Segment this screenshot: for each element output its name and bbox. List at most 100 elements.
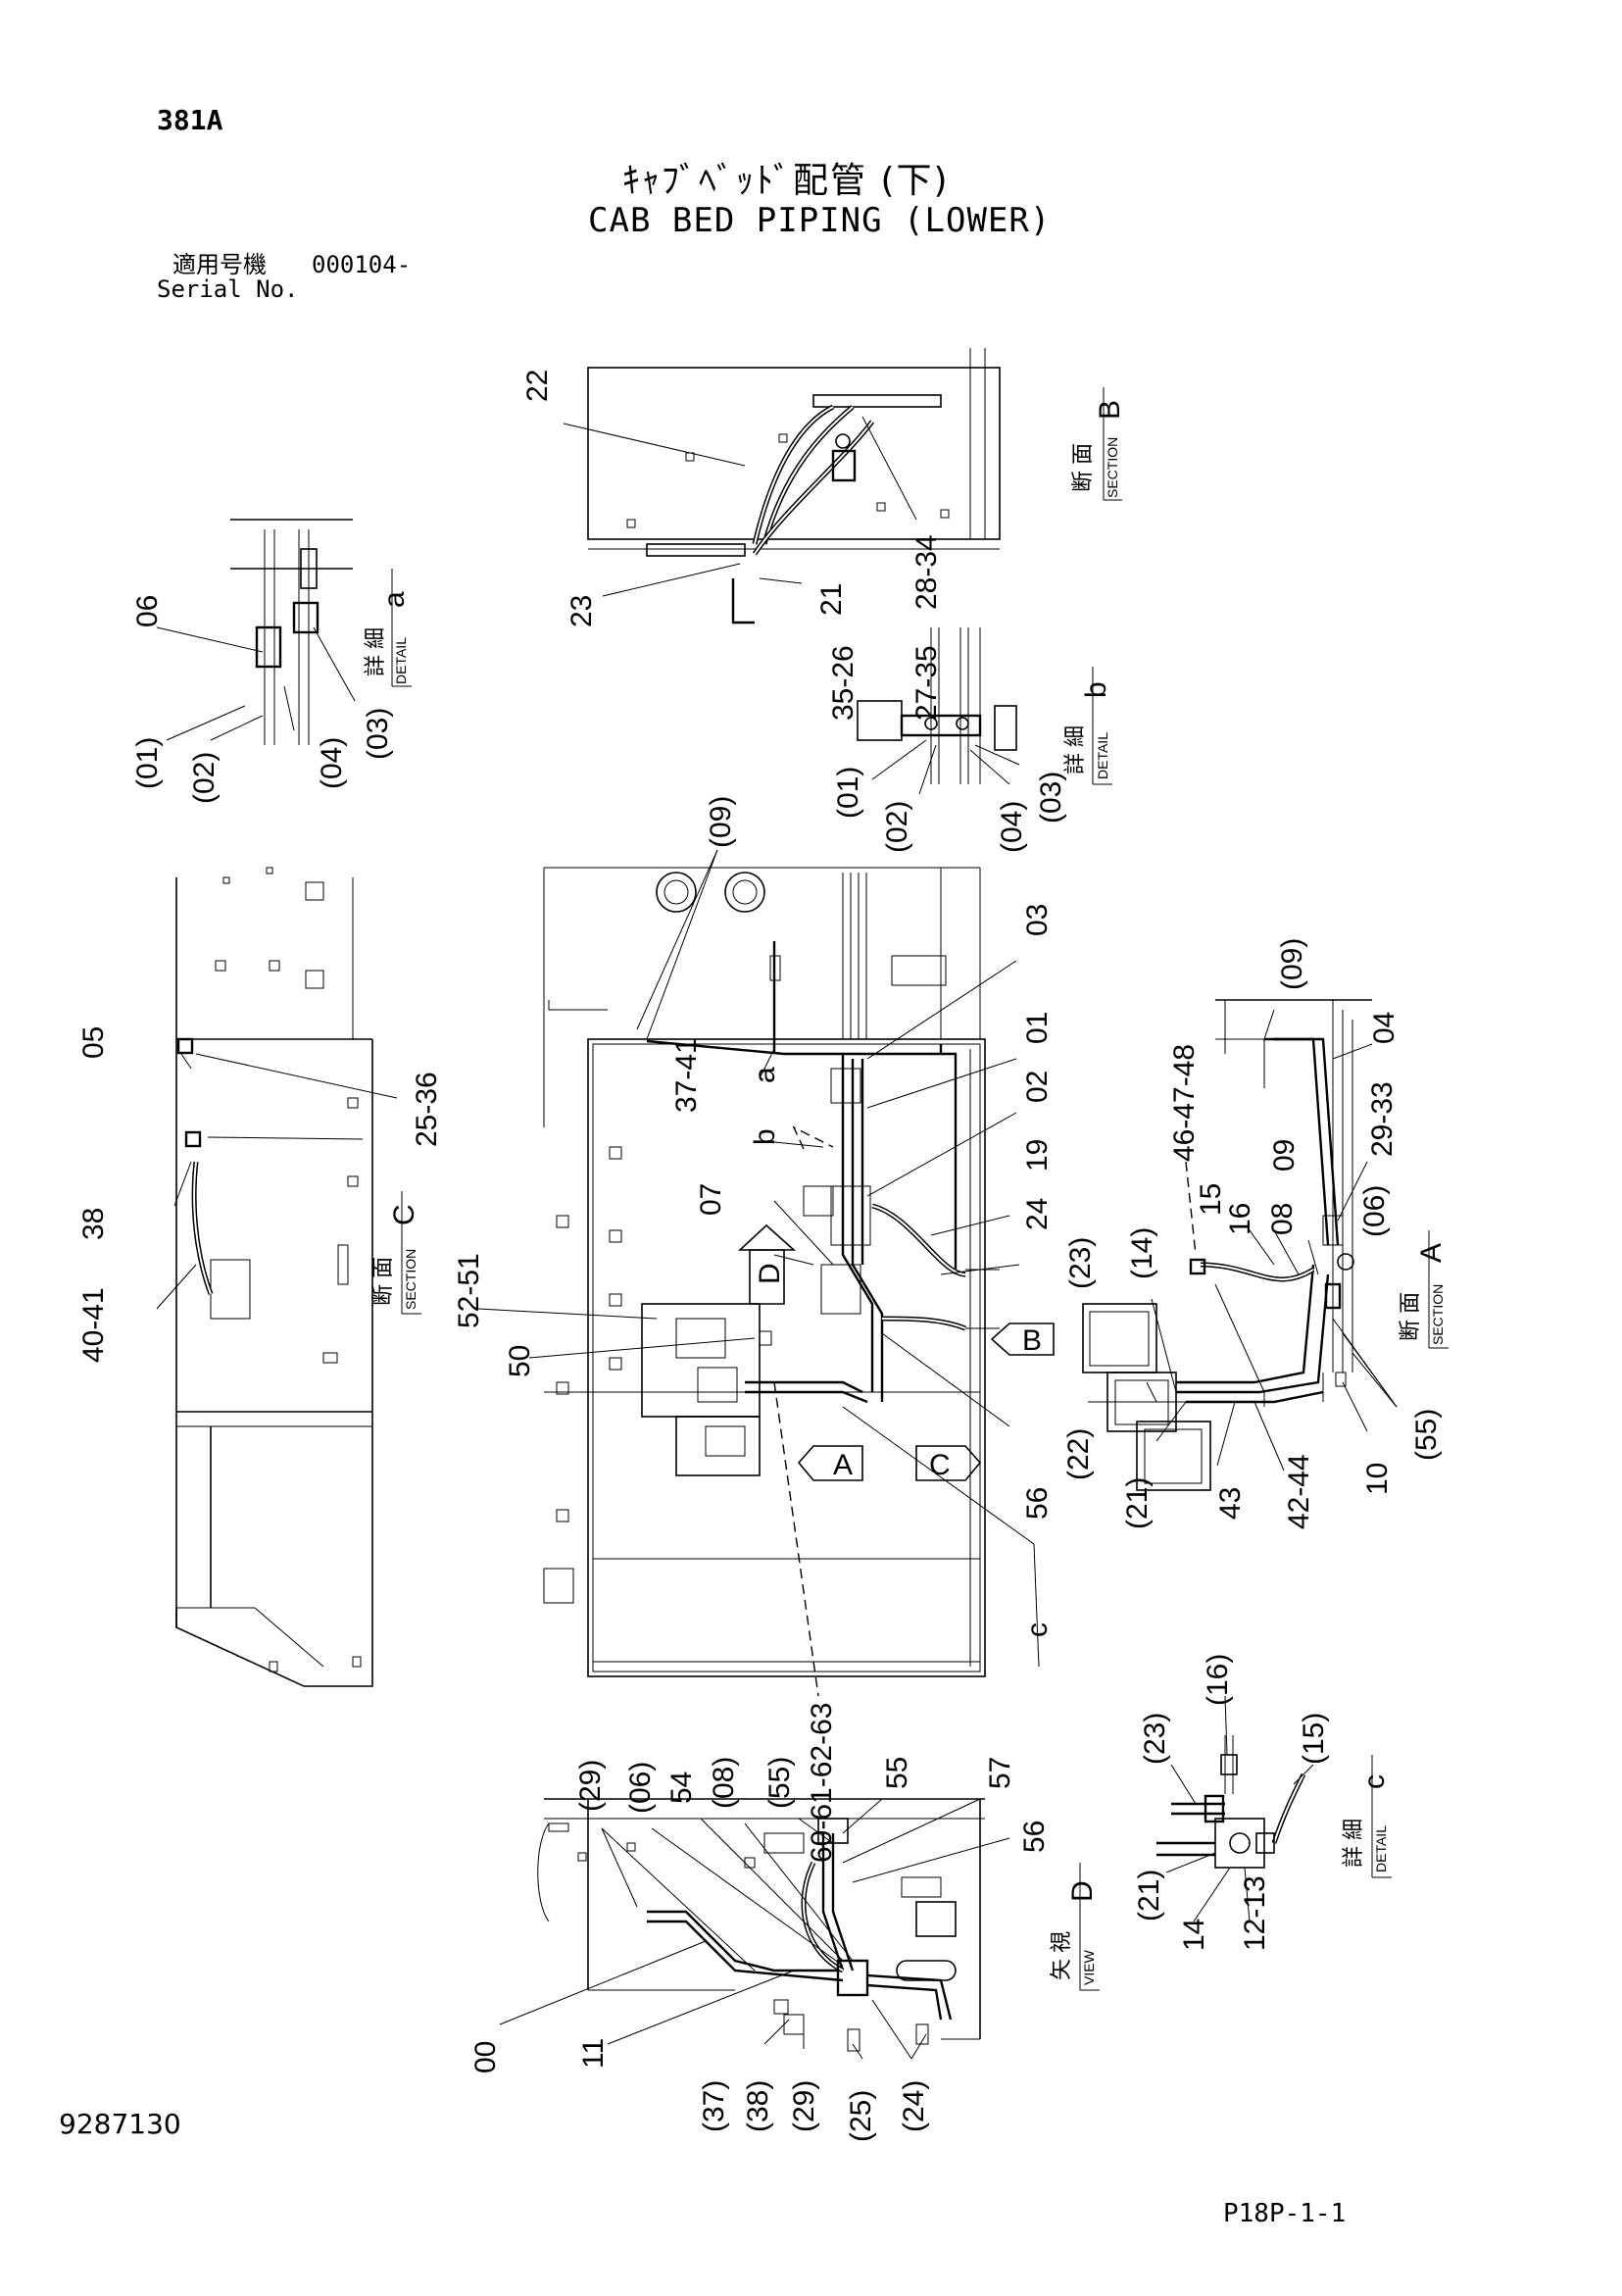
callout-m-52-51: 52-51 [453,1253,485,1328]
callout-25-36: 25-36 [411,1072,443,1147]
callout-d-37: (37) [698,2080,730,2132]
svg-text:C: C [929,1449,951,1481]
detail-a-view [156,519,356,745]
detail-c-view [1156,1695,1314,1922]
callout-m-02: 02 [1021,1071,1054,1103]
callout-04b: (04) [996,801,1028,853]
svg-text:DETAIL: DETAIL [393,637,409,684]
callout-m-b: b [749,1128,781,1145]
callout-22: 22 [521,370,554,402]
svg-text:断 面: 断 面 [370,1257,395,1306]
svg-text:DETAIL: DETAIL [1373,1825,1389,1872]
serial-label-en: Serial No. [157,275,299,303]
svg-text:断 面: 断 面 [1398,1292,1422,1341]
callout-m-03: 03 [1021,904,1054,936]
callout-28-34: 28-34 [910,534,943,610]
svg-text:c: c [1358,1774,1391,1789]
page-ref: 381A [157,104,223,136]
svg-text:A: A [833,1449,853,1481]
callout-m-37-41: 37-41 [670,1037,703,1113]
svg-text:a: a [378,591,411,608]
callout-d-56: 56 [1018,1821,1051,1853]
callout-d-00: 00 [469,2041,502,2073]
callout-m-19: 19 [1021,1139,1054,1172]
callout-c-16: (16) [1202,1654,1234,1706]
section-b-label: 断 面 SECTION B [1070,387,1126,501]
callout-c-14: 14 [1178,1919,1210,1951]
callout-d-24: (24) [898,2080,930,2132]
callout-d-06: (06) [624,1762,657,1814]
section-a-view [1082,999,1398,1491]
section-b-view [563,348,1001,624]
callout-a-10: 10 [1361,1463,1394,1495]
view-d-view [499,1798,1010,2060]
callout-c-15: (15) [1298,1713,1330,1765]
svg-text:SECTION: SECTION [403,1249,418,1310]
svg-text:詳 細: 詳 細 [363,627,387,676]
callout-a-08: 08 [1266,1203,1299,1235]
callout-01b: (01) [832,767,864,819]
callout-c-23: (23) [1139,1713,1171,1765]
arrow-c: C [915,1445,982,1481]
svg-text:D: D [1066,1880,1099,1902]
callout-03: (03) [362,708,394,760]
detail-b-label: 詳 細 DETAIL b [1062,667,1112,785]
callout-a-42-44: 42-44 [1283,1454,1315,1529]
svg-text:A: A [1415,1243,1448,1263]
callout-38: 38 [77,1208,110,1240]
callout-d-55a: (55) [763,1757,796,1809]
section-c-view [156,867,398,1687]
svg-text:詳 細: 詳 細 [1062,725,1087,774]
callout-a-21: (21) [1121,1477,1154,1529]
drawing-number: 9287130 [59,2108,181,2140]
serial-label-jp: 適用号機 [172,251,267,278]
callout-21: 21 [815,583,848,616]
callout-a-29-33: 29-33 [1366,1081,1399,1157]
view-d-label: 矢 視 VIEW D [1049,1863,1100,1991]
callout-02: (02) [188,752,221,804]
page-code: P18P-1-1 [1223,2199,1347,2228]
callout-a-22: (22) [1062,1428,1095,1480]
callout-35-26: 35-26 [827,645,860,721]
callout-02b: (02) [881,801,913,853]
svg-text:B: B [1094,400,1126,420]
detail-c-label: 詳 細 DETAIL c [1341,1755,1392,1878]
callout-d-57: 57 [984,1757,1016,1789]
callout-a-55: (55) [1410,1409,1443,1461]
callout-m-07: 07 [695,1183,727,1216]
callout-m-56: 56 [1021,1487,1054,1520]
section-a-label: 断 面 SECTION A [1398,1230,1449,1349]
svg-text:DETAIL: DETAIL [1095,732,1110,779]
svg-text:b: b [1080,681,1112,698]
main-plan-view [477,849,1040,1697]
callout-27-35: 27-35 [910,645,943,721]
svg-text:C: C [388,1204,420,1225]
callout-a-14: (14) [1126,1227,1158,1279]
svg-text:矢 視: 矢 視 [1049,1931,1073,1980]
callout-d-29: (29) [574,1760,607,1812]
callout-40-41: 40-41 [77,1287,110,1363]
callout-c-12-13: 12-13 [1239,1875,1271,1951]
callout-m-09: (09) [705,796,737,848]
arrow-b: B [990,1323,1055,1357]
callout-m-c: c [1021,1622,1054,1637]
callout-a-46-48: 46-47-48 [1168,1044,1201,1162]
callout-06: 06 [131,595,164,627]
callout-a-43: 43 [1214,1487,1247,1520]
svg-text:SECTION: SECTION [1430,1284,1446,1345]
callout-d-11: 11 [577,2038,610,2069]
callout-23: 23 [565,595,598,627]
callout-04: (04) [316,737,348,789]
detail-b-view [857,627,1020,795]
callout-d-38: (38) [742,2080,774,2132]
callout-a-04: 04 [1368,1012,1401,1044]
arrow-a: A [797,1445,863,1481]
callout-d-29b: (29) [788,2080,820,2132]
callout-m-24: 24 [1021,1198,1054,1230]
arrow-d: D [737,1223,797,1305]
callout-03b: (03) [1035,772,1067,824]
callout-a-09a: (09) [1276,938,1308,990]
callout-m-50: 50 [504,1345,536,1377]
